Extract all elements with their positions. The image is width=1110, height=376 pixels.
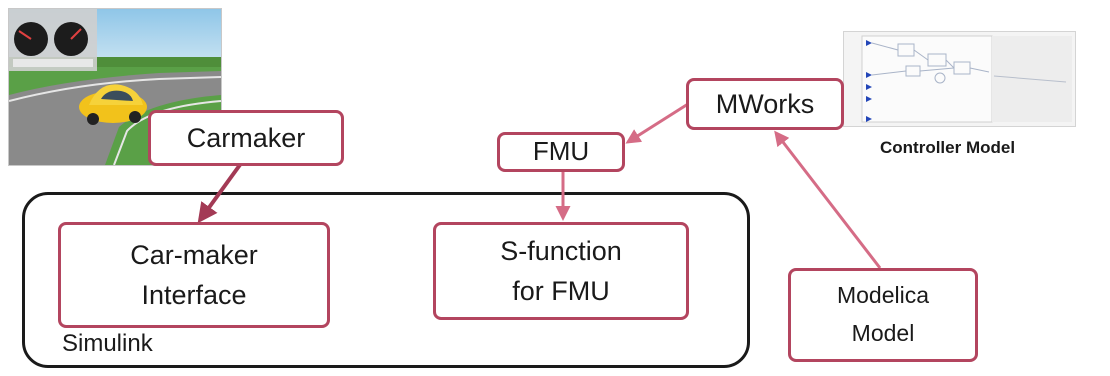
carmaker-box: Carmaker <box>148 110 344 166</box>
fmu-label: FMU <box>532 136 590 167</box>
sfunction-box: S-function for FMU <box>433 222 689 320</box>
carmaker-interface-label-line1: Car-maker <box>130 239 258 270</box>
car-icon <box>79 84 147 125</box>
carmaker-interface-label-line2: Interface <box>141 280 247 310</box>
modelica-label-line1: Modelica <box>836 282 930 309</box>
modelica-model-box: Modelica Model <box>788 268 978 362</box>
arrow-carmaker-to-interface <box>197 160 244 224</box>
controller-model-image <box>844 32 1075 126</box>
sfunction-label-line2: for FMU <box>512 276 610 306</box>
simulink-group <box>22 192 750 368</box>
arrow-mworks-to-fmu <box>625 102 689 144</box>
mworks-label: MWorks <box>715 88 815 119</box>
fmu-box: FMU <box>497 132 625 172</box>
mworks-box: MWorks <box>686 78 844 130</box>
sfunction-label-line1: S-function <box>500 235 622 266</box>
carmaker-interface-box: Car-maker Interface <box>58 222 330 328</box>
controller-model-screenshot <box>843 31 1076 127</box>
arrow-modelica-to-mworks <box>774 130 882 269</box>
carmaker-label: Carmaker <box>186 122 306 153</box>
simulink-label: Simulink <box>62 330 153 357</box>
modelica-label-line2: Model <box>851 320 915 346</box>
controller-model-caption: Controller Model <box>880 138 1016 157</box>
